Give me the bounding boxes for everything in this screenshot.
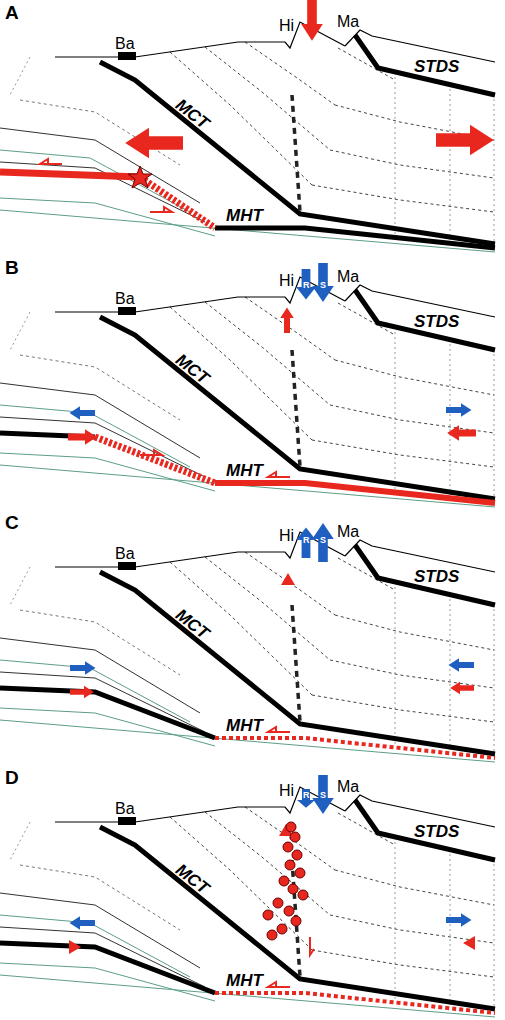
panel-b [0, 263, 495, 507]
arrow-letter: R [303, 791, 310, 800]
fault-name: MHT [226, 462, 263, 479]
fault-name: MCT [173, 96, 212, 132]
fault-name: MHT [226, 207, 263, 224]
fault-name: MCT [173, 861, 212, 897]
arrow-letter: S [320, 791, 326, 800]
place-name: Hi [279, 528, 294, 544]
place-name: Hi [279, 273, 294, 289]
fault-name: STDS [414, 568, 459, 585]
panel-c [0, 523, 495, 762]
place-name: Ma [337, 14, 359, 30]
place-name: Hi [279, 18, 294, 34]
panel-letter: A [5, 3, 19, 22]
panel-d [0, 775, 495, 1017]
place-name: Ma [337, 779, 359, 795]
place-name: Ba [115, 801, 135, 817]
panel-letter: B [5, 258, 19, 277]
place-name: Ba [115, 291, 135, 307]
place-name: Ma [337, 269, 359, 285]
fault-name: MCT [173, 606, 212, 642]
arrow-letter: R [303, 281, 310, 290]
fault-name: MHT [226, 972, 263, 989]
fault-name: MCT [173, 351, 212, 387]
place-name: Ba [115, 36, 135, 52]
arrow-letter: R [303, 536, 310, 545]
panel-a [0, 0, 495, 252]
arrow-letter: S [320, 536, 326, 545]
fault-name: STDS [414, 823, 459, 840]
arrow-letter: S [320, 281, 326, 290]
fault-name: STDS [414, 313, 459, 330]
place-name: Ma [337, 524, 359, 540]
fault-name: MHT [226, 717, 263, 734]
place-name: Hi [279, 783, 294, 799]
place-name: Ba [115, 546, 135, 562]
fault-name: STDS [414, 58, 459, 75]
event-cluster [263, 822, 308, 940]
panel-letter: C [5, 513, 19, 532]
panel-letter: D [5, 768, 19, 787]
